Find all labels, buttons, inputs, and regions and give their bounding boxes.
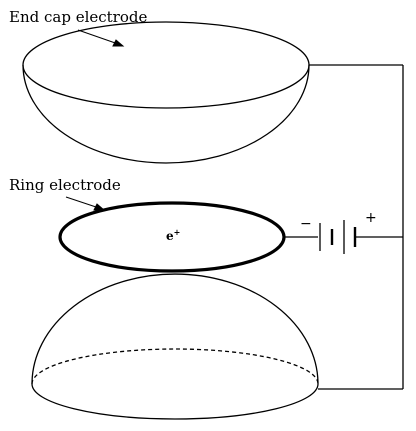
top-end-cap-bowl: [22, 64, 310, 164]
end-cap-pointer-arrow: [77, 29, 125, 47]
ring-pointer-arrow: [65, 196, 106, 211]
battery-plus-sign: +: [365, 210, 377, 226]
end-cap-electrode-label: End cap electrode: [9, 8, 147, 26]
ion-label: e+: [166, 227, 180, 243]
top-end-cap-electrode: [22, 21, 310, 164]
ion-label-base: e: [166, 229, 174, 243]
battery-symbol: [319, 220, 357, 254]
bottom-end-cap-electrode: [31, 273, 319, 420]
bottom-end-cap-front-edge: [31, 383, 319, 420]
battery-minus-sign: −: [300, 216, 312, 232]
bottom-end-cap-dome: [31, 273, 319, 385]
top-end-cap-rim: [22, 21, 310, 109]
ion-label-superscript: +: [174, 227, 181, 237]
bottom-end-cap-hidden-edge: [31, 348, 319, 385]
ring-electrode-label: Ring electrode: [9, 176, 121, 194]
circuit-wiring: [284, 64, 404, 390]
